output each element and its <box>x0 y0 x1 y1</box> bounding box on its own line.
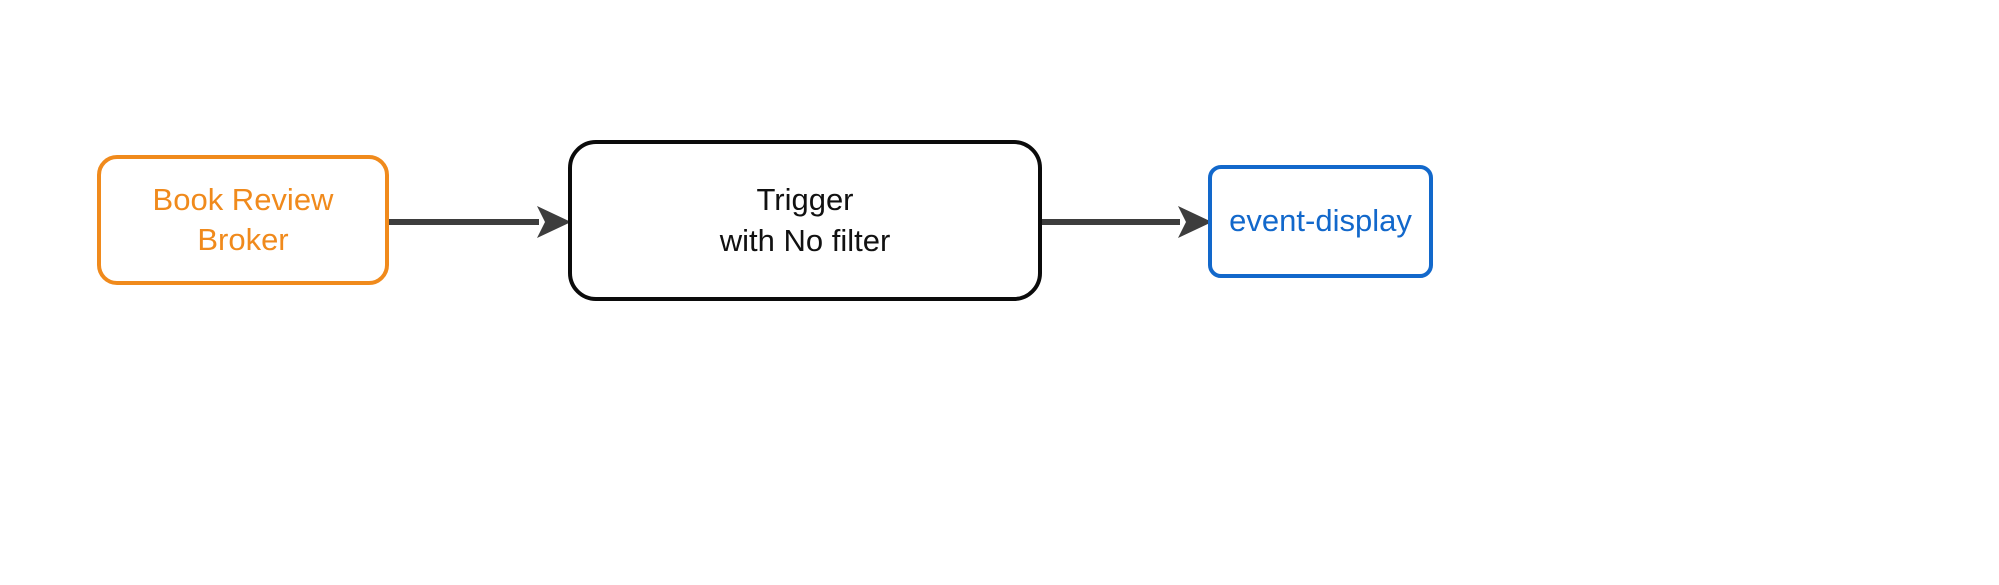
edge-broker-to-trigger <box>389 202 571 242</box>
arrowhead-icon <box>1178 206 1212 238</box>
node-trigger-with-no-filter[interactable]: Trigger with No filter <box>568 140 1042 301</box>
node-book-review-broker[interactable]: Book Review Broker <box>97 155 389 285</box>
node-trigger-label: Trigger with No filter <box>719 182 891 258</box>
node-event-display[interactable]: event-display <box>1208 165 1433 278</box>
node-sink-label: event-display <box>1229 203 1412 239</box>
node-broker-label: Book Review Broker <box>152 181 334 257</box>
arrowhead-icon <box>537 206 571 238</box>
edge-trigger-to-sink <box>1042 202 1212 242</box>
